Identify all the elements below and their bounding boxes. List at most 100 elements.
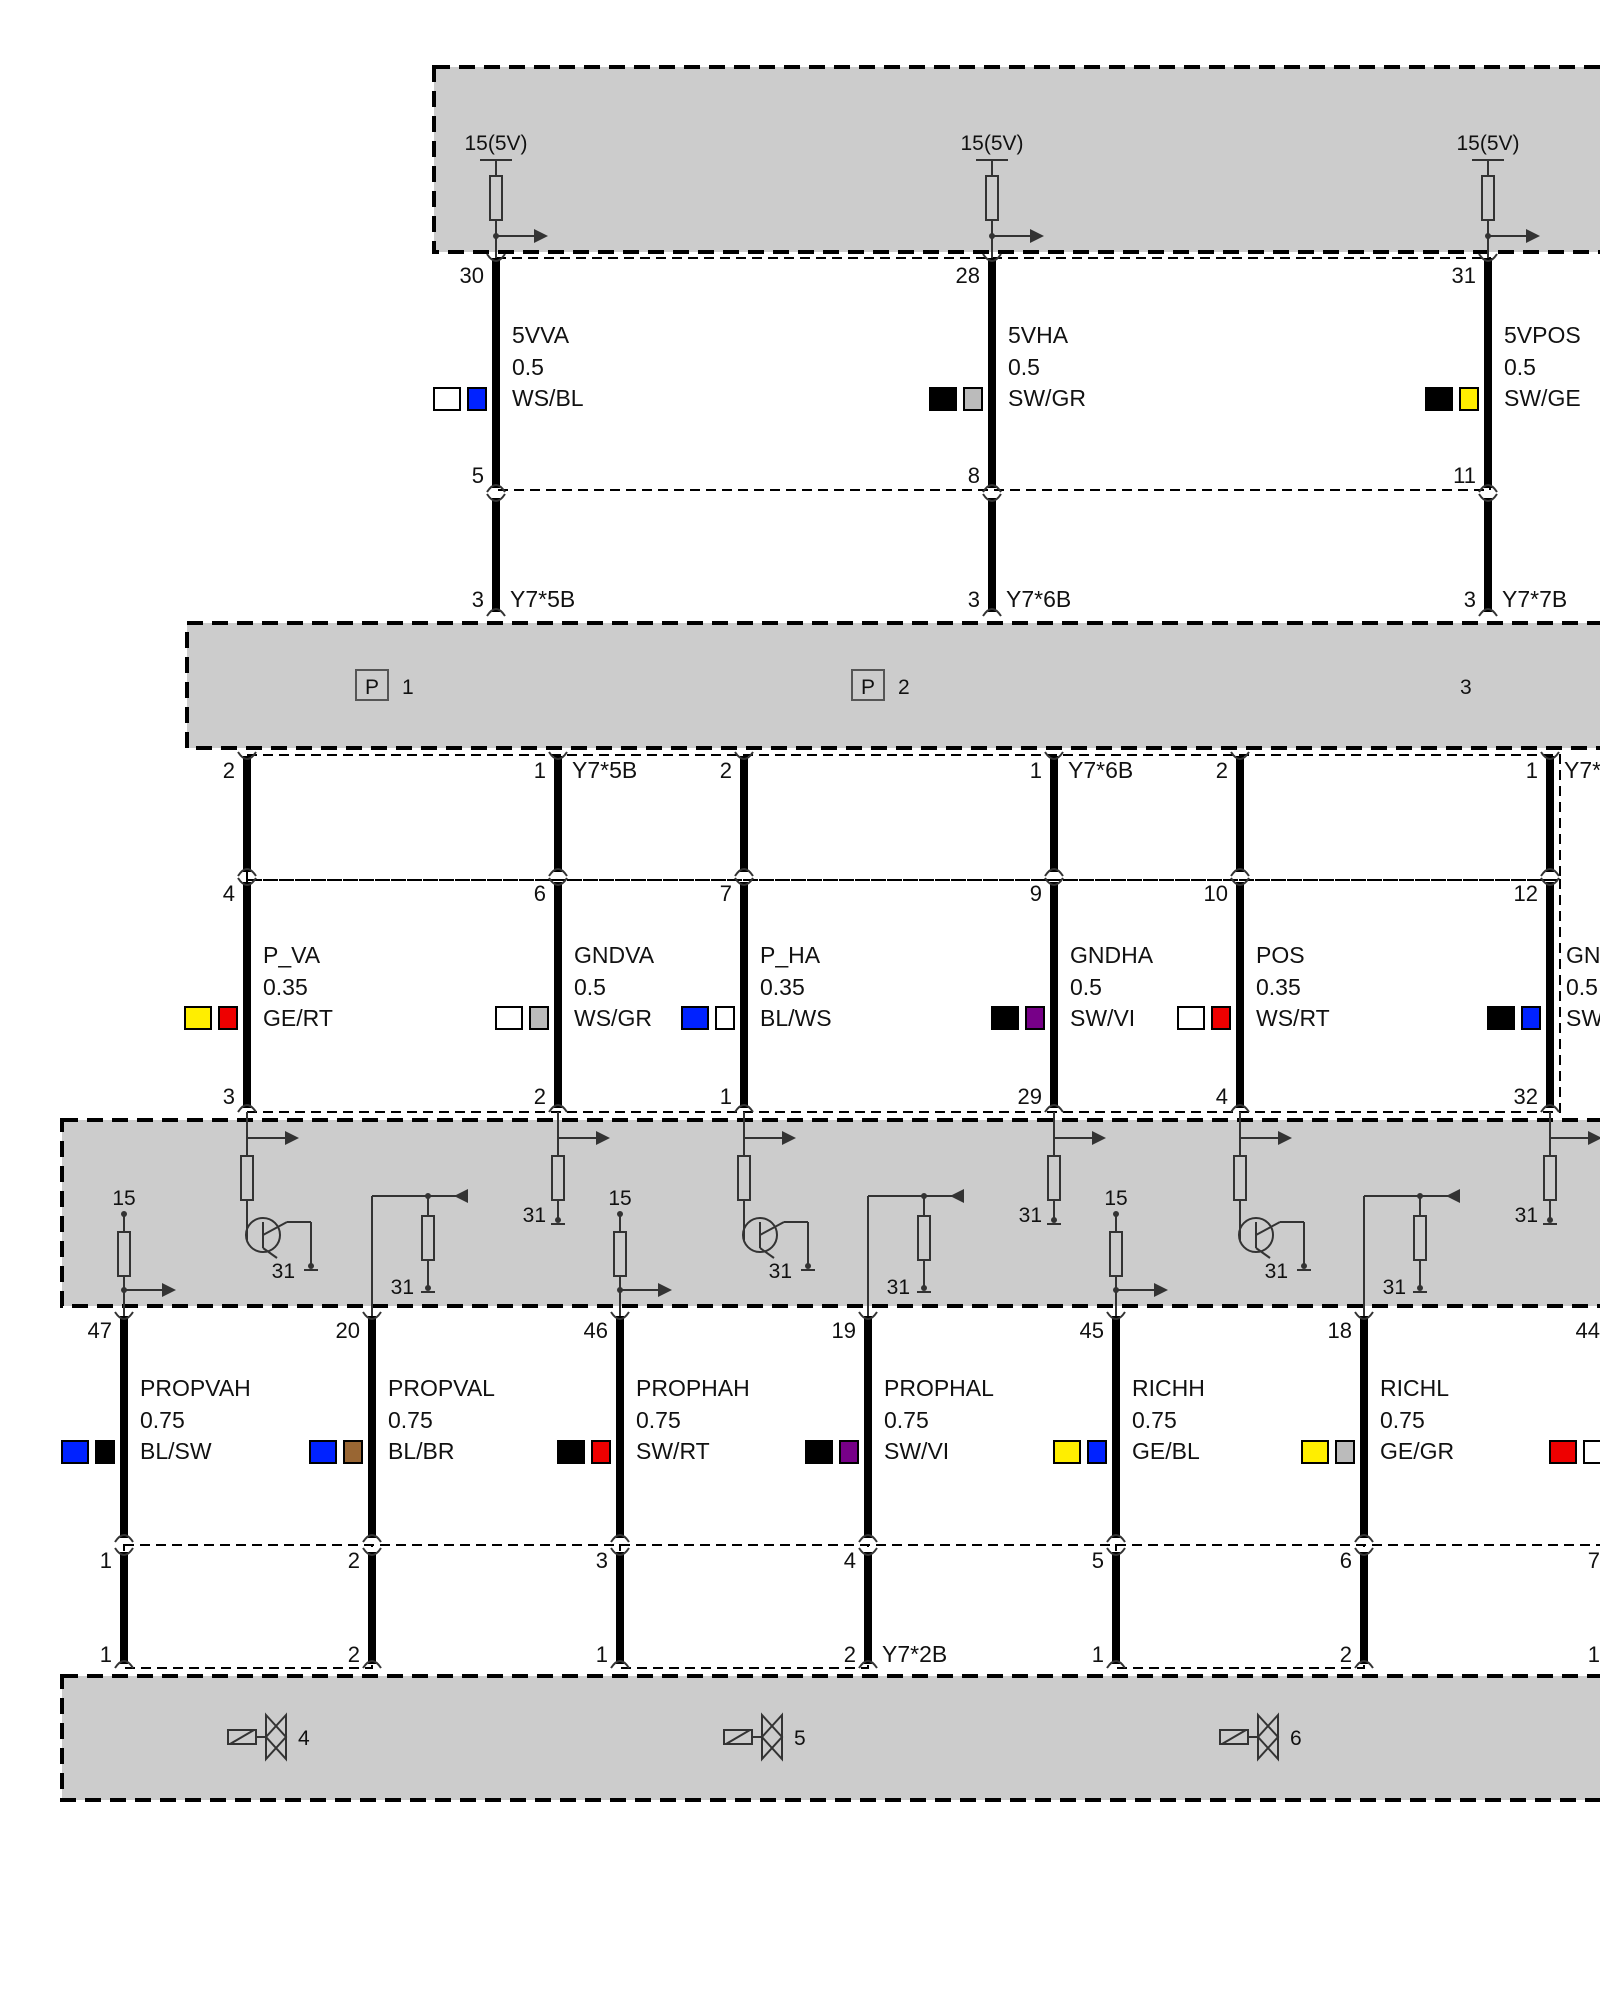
wire-size: 0.75 [636, 1407, 681, 1433]
pin-mark [1044, 1104, 1064, 1113]
pin-mark [1540, 877, 1560, 886]
pin-number-top: 46 [584, 1318, 608, 1343]
pin-number-bottom: 2 [844, 1642, 856, 1667]
pin-number-mid: 11 [1453, 463, 1476, 488]
supply-stage-1: 15 [112, 1187, 176, 1316]
wire-color-code: SW/VI [884, 1438, 949, 1464]
arrow-icon [596, 1131, 610, 1145]
transistor-stage-1: 31 [240, 1112, 318, 1283]
valve-number: 4 [298, 1727, 310, 1750]
resistor-icon [1543, 1155, 1557, 1201]
arrow-icon [950, 1189, 964, 1203]
connector-middle [246, 754, 1561, 881]
transistor-icon [1238, 1217, 1274, 1253]
resistor-icon [240, 1155, 254, 1201]
resistor-icon [421, 1215, 435, 1261]
wire-color-code: BL/WS [760, 1005, 832, 1031]
resistor-icon [1109, 1231, 1123, 1277]
supply-symbol-1: 15(5V) [464, 132, 548, 258]
pin-number-bottom: 3 [968, 587, 980, 612]
pin-mark [548, 1104, 568, 1113]
transistor-icon [245, 1217, 281, 1253]
connector-ref: Y7* [1564, 757, 1600, 783]
pin-mark [362, 1534, 382, 1543]
pin-number-bottom: 2 [348, 1642, 360, 1667]
ground-label: 31 [887, 1276, 910, 1299]
ground-label: 31 [1515, 1204, 1538, 1227]
pin-number-mid: 4 [223, 881, 235, 906]
wire-color-code: SW/VI [1070, 1005, 1135, 1031]
ground-stage-2: 31 [1019, 1112, 1106, 1227]
pin-number-bottom: 1 [100, 1642, 112, 1667]
pin-mark [1230, 751, 1250, 760]
pin-number-top: 2 [720, 758, 732, 783]
ground-dot [1547, 1217, 1553, 1223]
wire-size: 0.5 [1566, 974, 1598, 1000]
pin-mark [237, 1104, 257, 1113]
pin-mark [858, 1311, 878, 1320]
solenoid-slash [229, 1729, 255, 1745]
wire-name: GNDVA [574, 942, 655, 968]
pin-mark [362, 1547, 382, 1556]
pin-number-top: 28 [956, 263, 980, 288]
supply-label: 15(5V) [960, 132, 1023, 155]
pin-mark [610, 1547, 630, 1556]
color-swatch-primary [1487, 1006, 1515, 1030]
pin-number-mid: 2 [348, 1548, 360, 1573]
resistor-icon [1047, 1155, 1061, 1201]
wire-name: P_HA [760, 942, 821, 968]
pin-mark [734, 1104, 754, 1113]
pin-mark [1354, 1311, 1374, 1320]
arrow-icon [1092, 1131, 1106, 1145]
resistor-icon [117, 1231, 131, 1277]
resistor-icon [489, 175, 503, 221]
pin-number-bottom: 1 [1588, 1642, 1600, 1667]
wire-color-code: SW/GE [1504, 385, 1581, 411]
sensor-number: 1 [402, 676, 414, 699]
pin-mark [114, 1311, 134, 1320]
pin-mark [982, 608, 1002, 617]
ground-label: 31 [769, 1260, 792, 1283]
arrow-icon [1526, 229, 1540, 243]
pin-number-bottom: 2 [1340, 1642, 1352, 1667]
wire-color-code: WS/GR [574, 1005, 652, 1031]
pin-number-top: 45 [1080, 1318, 1104, 1343]
wire-name: PROPVAH [140, 1375, 251, 1401]
pin-mark [1044, 868, 1064, 877]
pin-mark [1044, 877, 1064, 886]
color-swatch-stripe [1583, 1440, 1600, 1464]
wire-color-code: WS/BL [512, 385, 584, 411]
ground-label: 31 [523, 1204, 546, 1227]
pin-number-top: 47 [88, 1318, 112, 1343]
pin-mark [1540, 751, 1560, 760]
pin-number-top: 20 [336, 1318, 360, 1343]
pin-number-bottom: 1 [1092, 1642, 1104, 1667]
pin-number-mid: 5 [1092, 1548, 1104, 1573]
pin-number-mid: 4 [844, 1548, 856, 1573]
pin-number-mid: 9 [1030, 881, 1042, 906]
arrow-icon [1588, 1131, 1600, 1145]
supply-label: 15 [1104, 1187, 1127, 1210]
color-swatch-stripe [1335, 1440, 1355, 1464]
wire-size: 0.5 [1008, 354, 1040, 380]
pin-mark [982, 253, 1002, 262]
wire-name: P_VA [263, 942, 321, 968]
color-swatch-primary [557, 1440, 585, 1464]
arrow-icon [454, 1189, 468, 1203]
pin-mark [1540, 868, 1560, 877]
valve-module [60, 1674, 1600, 1802]
pin-mark [486, 493, 506, 502]
pin-number-top: 30 [460, 263, 484, 288]
resistor-icon [613, 1231, 627, 1277]
pin-mark [1478, 608, 1498, 617]
pin-mark [858, 1660, 878, 1669]
wire-name: PROPVAL [388, 1375, 495, 1401]
supply-symbol-3: 15(5V) [1456, 132, 1540, 258]
wire-size: 0.5 [512, 354, 544, 380]
